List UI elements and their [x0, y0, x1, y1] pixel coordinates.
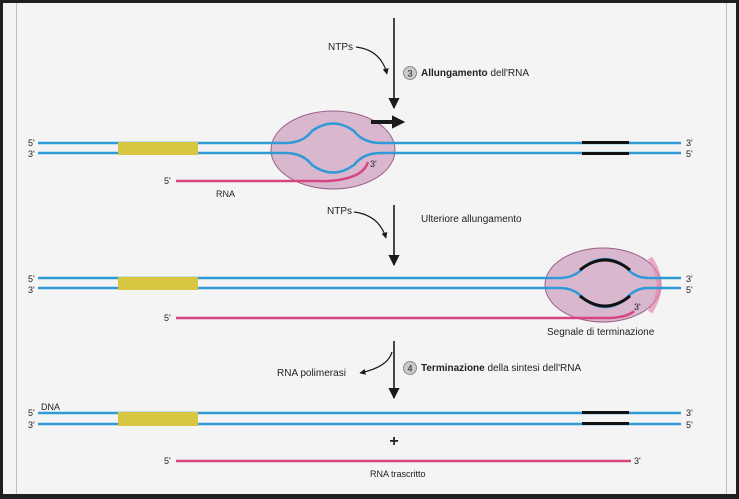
ntps-curve-arrow [355, 46, 389, 75]
terminator-region [582, 422, 629, 425]
dna-5prime-label: 5' [686, 420, 693, 430]
rna-3prime-label: 3' [370, 159, 377, 169]
polymerase-release-arrow [359, 351, 393, 375]
termination-signal-label: Segnale di terminazione [547, 327, 655, 338]
dna-3prime-label: 3' [28, 149, 35, 159]
dna-template-top-strand [38, 122, 681, 145]
rna-strand [176, 161, 370, 183]
right-border [726, 3, 727, 494]
rna-5prime-label: 5' [164, 176, 171, 186]
promoter-region [118, 142, 198, 155]
step-mid-label: Ulteriore allungamento [421, 214, 522, 225]
rna-strand [176, 310, 635, 320]
step4-header: RNA polimerasi 4 Terminazione della sint… [277, 341, 581, 400]
dna-3prime-label: 3' [686, 408, 693, 418]
dna-coding-bottom-strand [38, 151, 681, 174]
terminator-region [579, 258, 631, 272]
step-number: 4 [407, 364, 412, 374]
step3-dna: 5' 3' 3' 5' 5' 3' RNA [28, 110, 693, 199]
dna-3prime-label: 3' [28, 420, 35, 430]
rna-polymerase-rim [647, 256, 662, 314]
rna-transcript-label: RNA trascritto [370, 469, 426, 479]
page-background [3, 3, 736, 494]
dna-label: DNA [41, 402, 60, 412]
dna-3prime-label: 3' [686, 138, 693, 148]
terminator-region [579, 294, 631, 308]
dna-5prime-label: 5' [686, 285, 693, 295]
rna-5prime-label: 5' [164, 313, 171, 323]
step3-header: NTPs 3 Allungamento dell'RNA [328, 18, 529, 110]
terminator-region [582, 411, 629, 414]
ntps-curve-arrow [353, 211, 388, 239]
left-border [16, 3, 17, 494]
rna-5prime-label: 5' [164, 456, 171, 466]
ntps-label: NTPs [327, 206, 352, 217]
step-number: 3 [407, 69, 412, 79]
dna-3prime-label: 3' [28, 285, 35, 295]
dna-3prime-label: 3' [686, 274, 693, 284]
terminator-region [582, 141, 629, 144]
terminator-region [582, 152, 629, 155]
promoter-region [118, 277, 198, 290]
dna-5prime-label: 5' [28, 408, 35, 418]
dna-5prime-label: 5' [28, 274, 35, 284]
promoter-region [118, 412, 198, 426]
rna-label: RNA [216, 189, 235, 199]
step-number-badge [403, 66, 417, 80]
step-mid-header: NTPs Ulteriore allungamento [327, 205, 522, 267]
direction-arrow [371, 115, 406, 129]
rna-3prime-label: 3' [634, 302, 641, 312]
rna-3prime-label: 3' [634, 456, 641, 466]
step-number-badge [403, 361, 417, 375]
plus-sign: + [389, 433, 398, 450]
dna-5prime-label: 5' [686, 149, 693, 159]
rna-polymerase-label: RNA polimerasi [277, 368, 346, 379]
step4-dna: DNA 5' 3' 3' 5' + 5' 3' RNA trascritto [28, 402, 693, 479]
step3-title: Allungamento dell'RNA [421, 68, 529, 79]
dna-5prime-label: 5' [28, 138, 35, 148]
step4-title: Terminazione della sintesi dell'RNA [421, 363, 581, 374]
step-mid-dna: 5' 3' 3' 5' 5' 3' Segnale di terminazion… [28, 247, 693, 338]
ntps-label: NTPs [328, 42, 353, 53]
